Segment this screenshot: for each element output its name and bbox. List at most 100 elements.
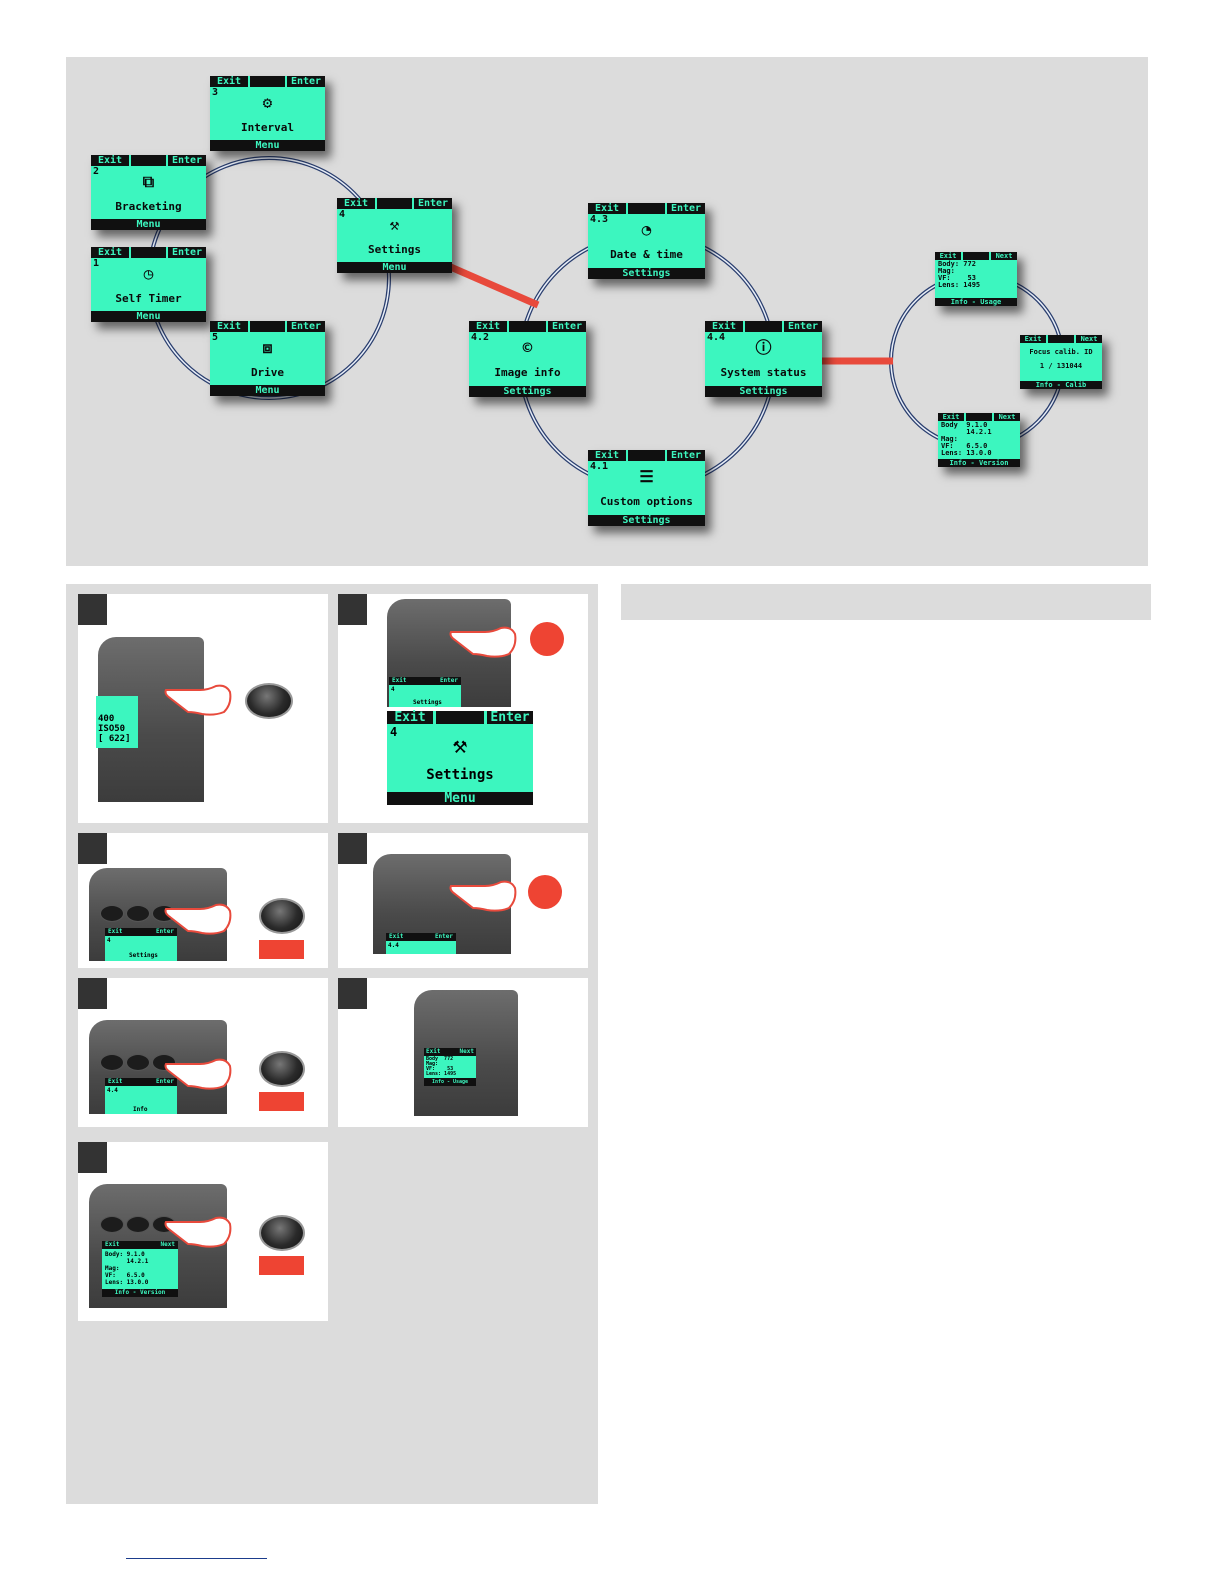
footer-label: Menu <box>91 311 206 322</box>
step-number-marker <box>78 833 107 864</box>
exit-label: Exit <box>935 252 961 260</box>
footer-label: Menu <box>91 219 206 230</box>
drive-icon: ⧈ <box>262 338 273 357</box>
exposure-readout: 400 ISO50 [ 622] <box>98 714 131 744</box>
highlight-marker <box>259 940 304 959</box>
pointing-hand-icon <box>164 1058 232 1090</box>
highlight-marker <box>259 1092 304 1111</box>
pointing-hand-icon <box>449 626 517 658</box>
camera-lcd: 400 ISO50 [ 622] <box>96 696 138 748</box>
menu-number: 4 <box>339 209 346 220</box>
menu-number: 5 <box>212 332 219 343</box>
menu-label: System status <box>720 366 807 379</box>
camera-button-illustration <box>259 1215 305 1251</box>
lcd-date-time: Exit Enter 4.3 ◔ Date & time Settings <box>588 203 705 279</box>
footer-label: Menu <box>387 792 533 805</box>
menu-label: Settings <box>426 767 494 783</box>
exit-label: Exit <box>705 321 743 332</box>
sliders-icon: ☰ <box>639 467 654 486</box>
menu-label: Bracketing <box>115 200 182 213</box>
menu-label: Settings <box>368 243 421 256</box>
step-number-marker <box>78 594 107 625</box>
footer-label: Menu <box>210 140 325 151</box>
menu-label: Custom options <box>600 495 693 508</box>
menu-number: 4.4 <box>107 1087 118 1094</box>
step-number-marker <box>338 833 367 864</box>
footer-label: Info - Version <box>102 1289 178 1297</box>
menu-label: Info <box>133 1106 148 1113</box>
lcd-image-info: Exit Enter 4.2 © Image info Settings <box>469 321 586 397</box>
footer-label: Info - Version <box>938 459 1020 467</box>
exit-label: Exit <box>337 198 375 209</box>
lcd-interval: Exit Enter 3 ⚙ Interval Menu <box>210 76 325 151</box>
footer-label: Info - Usage <box>935 298 1017 306</box>
lcd-self-timer: Exit Enter 1 ◷ Self Timer Menu <box>91 247 206 322</box>
next-label: Next <box>991 252 1017 260</box>
exit-label: Exit <box>210 76 248 87</box>
enter-label: Enter <box>155 928 174 935</box>
exit-label: Exit <box>392 677 407 684</box>
enter-label: Enter <box>287 76 325 87</box>
exit-label: Exit <box>469 321 507 332</box>
enter-label: Enter <box>168 155 206 166</box>
menu-number: 4 <box>391 686 395 693</box>
exit-label: Exit <box>91 247 129 258</box>
step-number-marker <box>78 1142 107 1173</box>
menu-number: 4 <box>390 725 398 739</box>
exit-label: Exit <box>108 1078 123 1085</box>
camera-lcd: Exit Enter 4 Settings <box>389 677 461 707</box>
enter-label: Enter <box>548 321 586 332</box>
footer-label: Info - Usage <box>424 1078 476 1086</box>
pointing-hand-icon <box>449 880 517 912</box>
menu-label: Settings <box>413 699 442 706</box>
step-1: 400 ISO50 [ 622] <box>78 594 328 823</box>
exit-label: Exit <box>210 321 248 332</box>
menu-number: 4.2 <box>471 332 490 343</box>
menu-number: 4.4 <box>707 332 726 343</box>
camera-button-illustration <box>245 683 293 719</box>
lcd-settings: Exit Enter 4 ⚒ Settings Menu <box>337 198 452 273</box>
lcd-system-status: Exit Enter 4.4 ⓘ System status Settings <box>705 321 822 397</box>
exit-label: Exit <box>387 711 433 724</box>
lcd-info-usage: Exit Next Body: 772 Mag: VF: 53 Lens: 14… <box>935 252 1017 306</box>
calib-title: Focus calib. ID <box>1029 348 1093 356</box>
next-label: Next <box>994 413 1020 421</box>
footer-label: Settings <box>705 386 822 397</box>
info-icon: ⓘ <box>755 338 772 357</box>
menu-label: Drive <box>250 366 285 379</box>
version-values: Body 9.1.0 14.2.1 Mag: VF: 6.5.0 Lens: 1… <box>941 421 992 457</box>
highlight-marker <box>259 1256 304 1275</box>
exit-label: Exit <box>588 203 626 214</box>
enter-label: Enter <box>487 711 533 724</box>
step-number-marker <box>338 594 367 625</box>
footer-label: Menu <box>337 262 452 273</box>
next-label: Next <box>1076 335 1102 343</box>
footer-label: Settings <box>469 386 586 397</box>
menu-label: Self Timer <box>115 292 182 305</box>
camera-button-illustration <box>259 1051 305 1087</box>
lcd-info-version: Exit Next Body 9.1.0 14.2.1 Mag: VF: 6.5… <box>938 413 1020 467</box>
menu-navigation-diagram: Exit Enter 3 ⚙ Interval Menu Exit Enter … <box>66 57 1148 566</box>
scroll-wheel-indicator <box>530 622 564 656</box>
enter-label: Enter <box>439 677 458 684</box>
menu-number: 1 <box>93 258 100 269</box>
exit-label: Exit <box>105 1241 120 1248</box>
enter-label: Enter <box>667 450 705 461</box>
enter-label: Enter <box>667 203 705 214</box>
settings-icon: ⚒ <box>389 215 400 234</box>
footer-label: Menu <box>210 385 325 396</box>
menu-label: Interval <box>241 121 294 134</box>
footer-rule <box>126 1558 267 1559</box>
interval-icon: ⚙ <box>262 93 273 112</box>
lcd-bracketing: Exit Enter 2 ⧉ Bracketing Menu <box>91 155 206 230</box>
enter-label: Enter <box>784 321 822 332</box>
settings-icon: ⚒ <box>452 731 468 759</box>
scroll-wheel-indicator <box>528 875 562 909</box>
